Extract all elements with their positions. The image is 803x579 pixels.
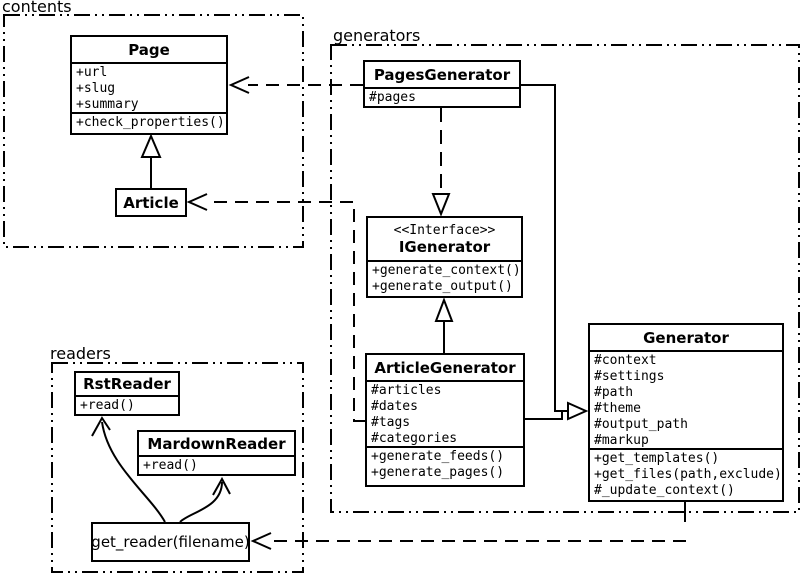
class-attribute: #settings [594,369,665,384]
class-attribute: +summary [76,97,139,112]
generators-package-label: generators [333,26,421,45]
class-attribute: #markup [594,433,649,448]
articlegenerator-to-igenerator-inheritance-arrow [434,297,454,353]
class-method: +read() [80,398,135,413]
class-attribute: #articles [371,383,442,398]
class-box-articlegenerator: ArticleGenerator #articles #dates #tags … [365,353,525,487]
igenerator-stereotype: <<Interface>> [393,222,496,238]
getreader-to-rstreader-arrow [91,416,166,523]
class-box-igenerator: <<Interface>> IGenerator +generate_conte… [366,216,523,298]
class-method: +get_files(path,exclude) [594,467,782,482]
class-attribute: #pages [369,90,416,105]
readers-package-border [51,362,304,573]
class-attribute: #path [594,385,634,400]
class-box-rstreader: RstReader +read() [74,371,180,416]
pagesgenerator-attributes: #pages [365,87,519,106]
contents-package-border [3,14,304,248]
class-title-igenerator: IGenerator [398,237,491,256]
class-attribute: +url [76,65,108,80]
articlegenerator-to-article-dependency-arrow [186,193,365,422]
generator-methods: +get_templates() +get_files(path,exclude… [590,448,782,500]
class-title-pagesgenerator: PagesGenerator [373,65,511,84]
class-attribute: #tags [371,415,411,430]
class-method: #_update_context() [594,483,735,498]
class-method: +read() [143,458,198,473]
readers-package-label: readers [50,344,111,363]
class-method: +generate_feeds() [371,449,505,464]
class-method: +generate_context() [372,263,521,278]
class-method: +generate_output() [372,279,513,294]
class-box-article: Article [115,188,187,217]
pagesgenerator-to-igenerator-realization-arrow [431,108,451,217]
rstreader-methods: +read() [76,395,178,414]
class-box-markdownreader: MardownReader +read() [137,430,296,476]
getreader-to-markdownreader-arrow [179,476,231,523]
articlegenerator-attributes: #articles #dates #tags #categories [367,380,523,446]
getreader-function-box: get_reader(filename) [91,522,250,562]
class-box-page: Page +url +slug +summary +check_properti… [70,35,228,135]
getreader-function-label: get_reader(filename) [91,533,250,551]
class-box-generator: Generator #context #settings #path #them… [588,323,784,502]
class-title-articlegenerator: ArticleGenerator [374,358,516,377]
contents-package-label: contents [2,0,72,16]
class-attribute: #output_path [594,417,688,432]
class-title-rstreader: RstReader [83,375,171,393]
class-attribute: +slug [76,81,116,96]
article-to-page-inheritance-arrow [140,133,162,188]
page-methods: +check_properties() [72,112,226,133]
class-attribute: #dates [371,399,418,414]
igenerator-methods: +generate_context() +generate_output() [368,260,521,296]
page-attributes: +url +slug +summary [72,62,226,112]
generator-attributes: #context #settings #path #theme #output_… [590,350,782,448]
class-attribute: #categories [371,431,458,446]
class-method: +get_templates() [594,451,720,466]
generator-to-getreader-dependency-arrow [250,502,686,550]
class-attribute: #theme [594,401,641,416]
class-title-article: Article [123,193,179,212]
pagesgenerator-to-page-dependency-arrow [228,76,363,94]
class-title-page: Page [128,40,170,59]
generators-package-border [330,44,800,513]
class-title-generator: Generator [643,328,729,347]
markdownreader-methods: +read() [139,455,294,474]
class-title-igenerator-block: <<Interface>> IGenerator [368,218,521,260]
class-attribute: #context [594,353,657,368]
class-title-markdownreader: MardownReader [147,434,286,453]
class-method: +check_properties() [76,115,225,130]
articlegenerator-methods: +generate_feeds() +generate_pages() [367,446,523,483]
class-box-pagesgenerator: PagesGenerator #pages [363,60,521,108]
class-method: +generate_pages() [371,465,505,480]
generators-to-generator-inheritance-arrow [521,84,589,421]
